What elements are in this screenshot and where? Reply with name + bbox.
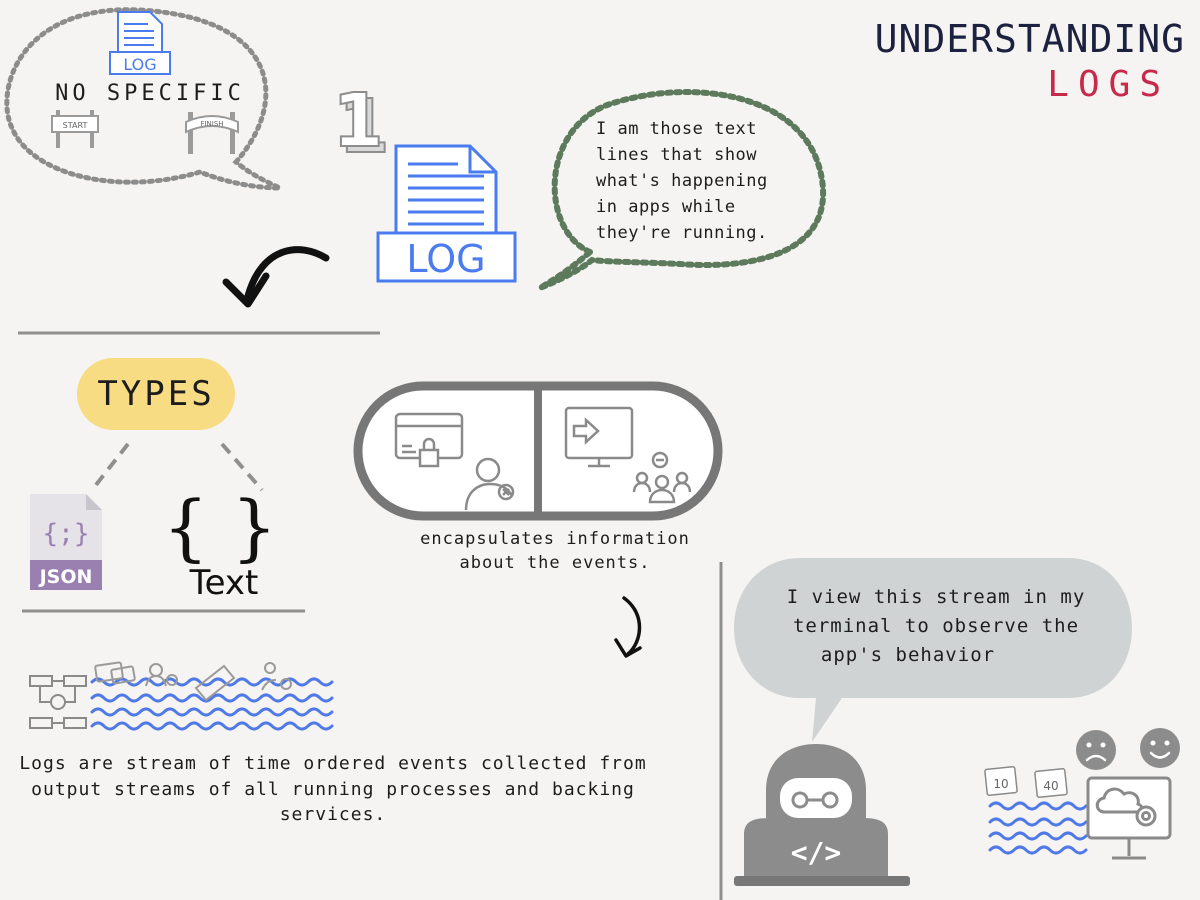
log-speech-line-3: what's happening (596, 171, 768, 191)
happy-face-icon (1140, 728, 1180, 768)
log-speech-line-1: I am those text (596, 119, 757, 139)
terminal-speech-bubble-shape (734, 558, 1132, 742)
calendar-card-2: 40 (1043, 779, 1058, 793)
sad-face-icon (1076, 730, 1116, 770)
stream-caption-line-3: services. (280, 804, 387, 825)
cloud-monitor-icon (1086, 776, 1172, 860)
developer-laptop-icon: </> (734, 744, 910, 886)
stream-event-icons (94, 661, 292, 702)
braces-glyph: { } (163, 485, 278, 569)
calendar-card-1: 10 (993, 777, 1008, 791)
title-line-understanding: UNDERSTANDING (875, 17, 1185, 61)
event-stream-waves (90, 677, 334, 731)
step-number-front: 1 (332, 78, 384, 164)
capsule-caption-line-1: encapsulates information (420, 529, 690, 549)
json-glyph: {;} (43, 519, 90, 549)
log-speech-line-2: lines that show (596, 145, 757, 165)
small-curved-arrow-icon (614, 596, 642, 658)
log-speech-bubble: I am those text lines that show what's h… (538, 89, 827, 291)
locked-card-user-icon (394, 412, 515, 511)
log-speech-line-5: they're running. (596, 223, 768, 243)
text-type-icon: { } Text (163, 485, 278, 603)
log-icon-label: LOG (406, 237, 485, 281)
small-log-label: LOG (123, 55, 156, 74)
terminal-stream-waves (988, 801, 1088, 855)
page-title: UNDERSTANDING LOGS (875, 17, 1185, 105)
text-type-label: Text (189, 563, 259, 603)
terminal-speech-bubble: I view this stream in my terminal to obs… (734, 558, 1132, 742)
no-specific-text: NO SPECIFIC (55, 81, 245, 106)
terminal-speech-line-1: I view this stream in my (787, 586, 1086, 608)
curved-arrow-icon (222, 246, 330, 308)
types-label: TYPES (97, 374, 214, 414)
types-connector-right (220, 442, 264, 492)
developer-code-glyph: </> (791, 836, 842, 869)
process-flow-icon (29, 675, 87, 729)
no-specific-bubble-outline (4, 7, 282, 191)
title-line-logs: LOGS (1047, 64, 1170, 105)
start-sign-icon: START (51, 110, 99, 148)
calendar-cards-icon: 10 40 (984, 765, 1068, 799)
event-capsule (353, 381, 723, 521)
step-number-shadow: 1 (338, 84, 390, 170)
stream-caption-line-2: output streams of all running processes … (31, 779, 635, 800)
step-number-one: 1 1 (331, 77, 391, 171)
types-badge: TYPES (77, 358, 235, 430)
monitor-group-icon (564, 406, 692, 504)
finish-sign-label: FINISH (200, 120, 223, 128)
stream-caption-line-1: Logs are stream of time ordered events c… (19, 753, 646, 774)
log-speech-bubble-outline (538, 89, 827, 291)
types-connector-left (90, 442, 130, 492)
terminal-speech-line-3: app's behavior (821, 644, 995, 666)
capsule-caption-line-2: about the events. (460, 553, 651, 573)
no-specific-bubble: LOG NO SPECIFIC START FINISH (4, 7, 282, 191)
terminal-speech-line-2: terminal to observe the (793, 615, 1079, 637)
log-speech-line-4: in apps while (596, 197, 736, 217)
json-file-icon: {;} JSON (30, 494, 102, 590)
finish-arch-icon: FINISH (185, 112, 239, 154)
small-log-document-icon: LOG (109, 11, 171, 75)
json-label: JSON (38, 566, 93, 588)
log-document-icon: LOG (376, 144, 517, 283)
start-sign-label: START (63, 121, 88, 130)
